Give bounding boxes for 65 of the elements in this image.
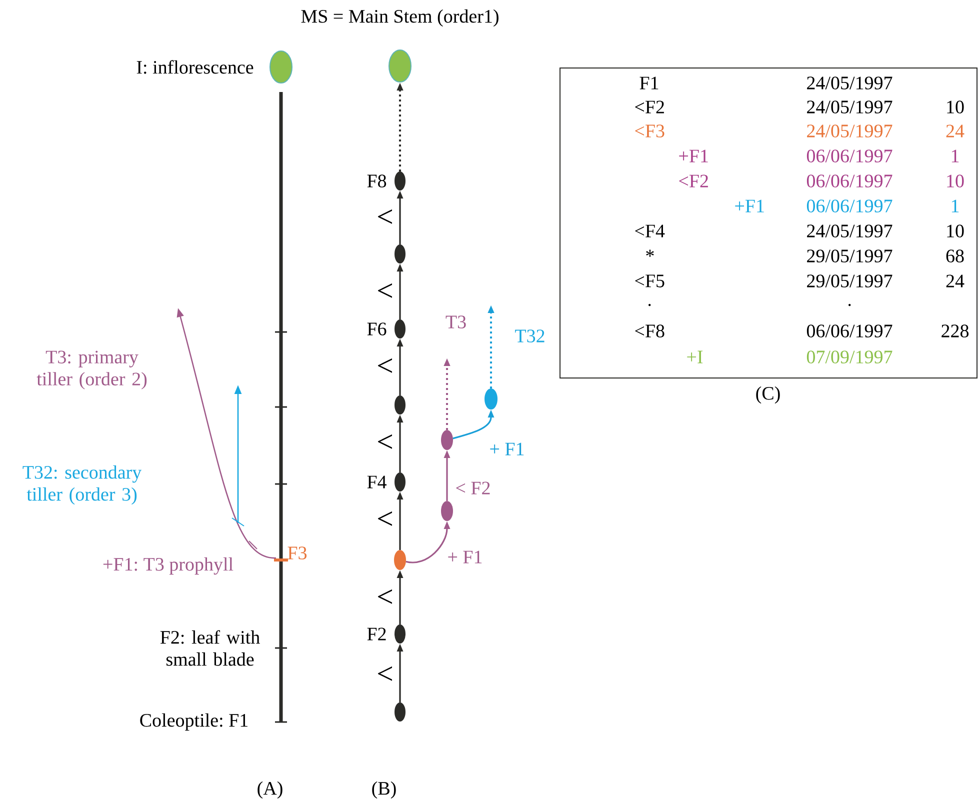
leaf-mark: < <box>378 434 392 449</box>
node-ellipse <box>394 702 406 722</box>
leaf-mark: < <box>378 589 392 604</box>
table-cell: 06/06/1997 <box>806 150 892 162</box>
table-cell: 06/06/1997 <box>806 174 892 188</box>
node-label: F4 <box>367 476 386 488</box>
table-cell: 24 <box>946 124 964 138</box>
table-cell: 07/09/1997 <box>806 350 892 364</box>
table-cell: 06/06/1997 <box>806 200 892 212</box>
table-cell: 1 <box>952 200 959 212</box>
table-cell: . <box>848 304 851 306</box>
leaf-mark: < <box>378 666 392 681</box>
node-ellipse <box>270 50 292 84</box>
leaf-mark: < <box>378 209 392 224</box>
node-label: F6 <box>367 322 386 336</box>
table-cell: 24/05/1997 <box>807 76 892 90</box>
text-label: (A) <box>258 781 282 799</box>
node-ellipse <box>388 50 412 82</box>
edge-label: + F1 <box>488 442 526 456</box>
table-cell: 29/05/1997 <box>807 274 892 288</box>
text-label: Coleoptile: F1 <box>140 713 248 731</box>
table-cell: <F8 <box>635 324 664 338</box>
table-cell: 24/05/1997 <box>807 224 892 238</box>
node-ellipse <box>394 550 406 570</box>
node-ellipse <box>484 388 498 410</box>
text-label: F3 <box>288 546 307 560</box>
table-cell: <F2 <box>679 174 708 188</box>
node-label: F8 <box>367 174 386 188</box>
table-cell: 10 <box>947 224 964 238</box>
table-cell: 68 <box>946 250 964 262</box>
table-cell: +F1 <box>679 150 708 162</box>
table-cell: 228 <box>942 324 969 338</box>
table-cell: +I <box>687 350 703 364</box>
table-cell: +F1 <box>735 200 764 212</box>
table-cell: <F2 <box>635 100 664 114</box>
leaf-mark: < <box>378 358 392 373</box>
table-cell: <F4 <box>635 224 665 238</box>
table-cell: F1 <box>640 76 658 90</box>
table-cell: . <box>648 304 651 306</box>
text-label: T3: primary tiller (order 2) <box>36 350 147 390</box>
table-cell: 10 <box>947 100 964 114</box>
text-label: T3 <box>446 316 466 328</box>
text-label: MS = Main Stem (order1) <box>301 9 498 27</box>
table-cell: 1 <box>952 150 959 162</box>
text-label: F2: leaf with small blade <box>160 630 260 666</box>
table-cell: * <box>646 250 654 257</box>
leaf-mark: < <box>378 283 392 298</box>
table-cell: 10 <box>947 174 964 188</box>
table-cell: 24/05/1997 <box>807 100 892 114</box>
leaf-mark: < <box>378 511 392 526</box>
table-cell: <F3 <box>635 124 664 138</box>
table-cell: 24/05/1997 <box>807 124 892 138</box>
edge-label: < F2 <box>454 480 492 496</box>
table-cell: <F5 <box>635 274 664 288</box>
text-label: (B) <box>372 781 396 799</box>
table-cell: 24 <box>946 274 964 288</box>
node-label: I: inflorescence <box>136 60 254 74</box>
text-label: T32: secondary tiller (order 3) <box>22 465 142 505</box>
node-label: F2 <box>367 628 386 640</box>
edge-label: + F1 <box>446 550 484 564</box>
table-cell: 06/06/1997 <box>806 324 892 338</box>
text-label: (C) <box>756 386 780 404</box>
text-label: +F1: T3 prophyll <box>103 557 234 575</box>
table-cell: 29/05/1997 <box>807 250 892 262</box>
text-label: T32 <box>515 330 544 342</box>
